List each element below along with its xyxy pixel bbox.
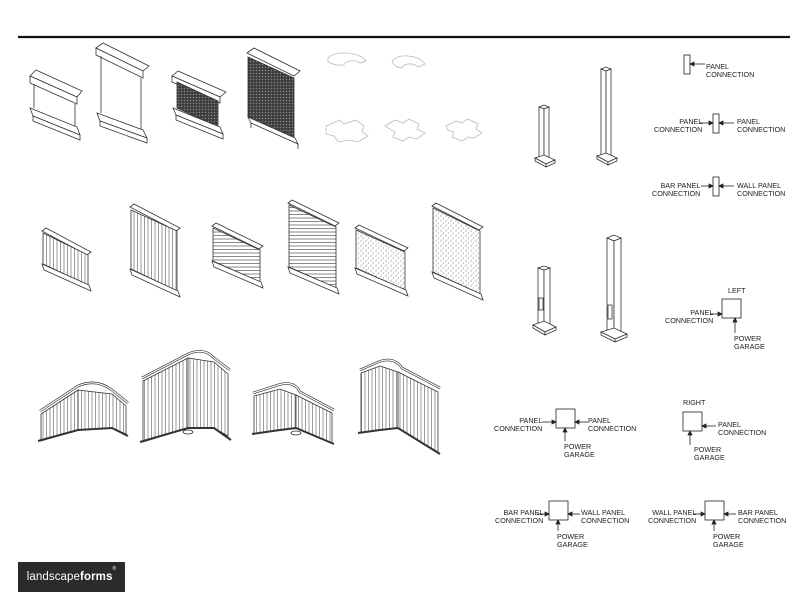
panel-texture-tall [431, 202, 484, 301]
corner-rail-tall-1 [139, 350, 232, 443]
hub-bottom-2 [384, 118, 426, 142]
hub-bottom-3 [445, 118, 483, 142]
hub-bottom-1 [325, 119, 369, 143]
logo-text-bold: forms [80, 571, 113, 583]
corner-rail-tall-2 [357, 358, 441, 455]
connection-symbols [537, 54, 742, 531]
panel-open-small [29, 69, 83, 141]
label-right-title: RIGHT [683, 398, 706, 407]
logo-text-light: landscape [26, 571, 81, 583]
panel-mesh-small [171, 70, 227, 140]
panel-open-tall [95, 42, 150, 144]
panel-bars-tall [129, 203, 181, 298]
post-tall [596, 66, 618, 166]
panel-texture-small [354, 224, 409, 297]
label-left-title: LEFT [728, 286, 746, 295]
post-tall-garage [599, 234, 628, 343]
panel-slats-tall [287, 199, 340, 295]
corner-rail-small-1 [37, 381, 129, 442]
panel-bars-small [41, 227, 92, 292]
post-short [534, 104, 556, 168]
panel-mesh-tall [246, 47, 301, 149]
brand-logo: landscapeforms® [18, 562, 125, 592]
corner-rail-small-2 [251, 382, 335, 445]
logo-registered-mark: ® [112, 566, 117, 572]
hub-top-left [327, 52, 367, 66]
hub-top-right [391, 55, 426, 69]
panel-slats-small [211, 222, 264, 289]
post-short-garage [532, 265, 557, 336]
